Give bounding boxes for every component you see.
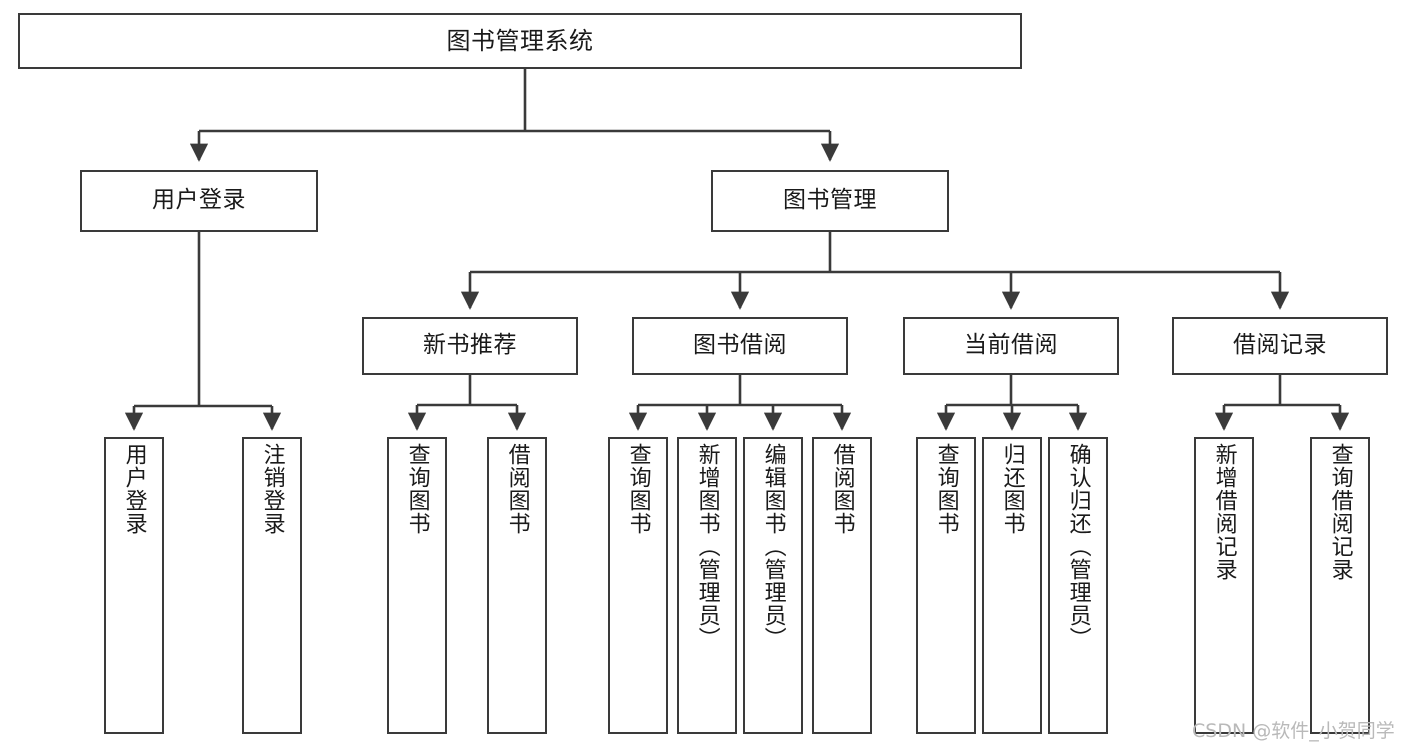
node-label: 查询借阅记录: [1327, 443, 1353, 581]
node-label: 归还图书: [999, 443, 1025, 535]
node-label: 借阅图书: [504, 443, 530, 535]
node-label: 查询图书: [404, 443, 430, 535]
node-root-system[interactable]: 图书管理系统: [18, 13, 1022, 69]
node-label: 查询图书: [625, 443, 651, 535]
node-book-manage[interactable]: 图书管理: [711, 170, 949, 232]
node-label: 图书借阅: [693, 332, 787, 359]
leaf-node-edit-book[interactable]: 编辑图书（管理员）: [743, 437, 803, 734]
leaf-node-query-book-current[interactable]: 查询图书: [916, 437, 976, 734]
node-label: 图书管理: [783, 187, 877, 214]
node-borrow-record[interactable]: 借阅记录: [1172, 317, 1388, 375]
node-label: 借阅记录: [1233, 332, 1327, 359]
leaf-node-user-login[interactable]: 用户登录: [104, 437, 164, 734]
node-label: 用户登录: [152, 187, 246, 214]
leaf-node-query-book-borrow[interactable]: 查询图书: [608, 437, 668, 734]
leaf-node-add-borrow-record[interactable]: 新增借阅记录: [1194, 437, 1254, 734]
leaf-node-confirm-return[interactable]: 确认归还（管理员）: [1048, 437, 1108, 734]
leaf-node-logout[interactable]: 注销登录: [242, 437, 302, 734]
node-current-borrow[interactable]: 当前借阅: [903, 317, 1119, 375]
leaf-node-query-borrow-record[interactable]: 查询借阅记录: [1310, 437, 1370, 734]
node-label: 新增图书（管理员）: [694, 443, 720, 650]
node-label: 确认归还（管理员）: [1065, 443, 1091, 650]
node-label: 图书管理系统: [446, 26, 594, 55]
node-book-borrow[interactable]: 图书借阅: [632, 317, 848, 375]
node-label: 借阅图书: [829, 443, 855, 535]
leaf-node-query-book-recommend[interactable]: 查询图书: [387, 437, 447, 734]
leaf-node-borrow-book[interactable]: 借阅图书: [812, 437, 872, 734]
node-label: 注销登录: [259, 443, 285, 535]
node-label: 查询图书: [933, 443, 959, 535]
node-new-book-recommend[interactable]: 新书推荐: [362, 317, 578, 375]
node-label: 新书推荐: [423, 332, 517, 359]
leaf-node-add-book[interactable]: 新增图书（管理员）: [677, 437, 737, 734]
csdn-watermark: CSDN @软件_小贺同学: [1192, 720, 1395, 742]
node-label: 编辑图书（管理员）: [760, 443, 786, 650]
node-label: 用户登录: [121, 443, 147, 535]
node-user-login[interactable]: 用户登录: [80, 170, 318, 232]
leaf-node-return-book[interactable]: 归还图书: [982, 437, 1042, 734]
node-label: 新增借阅记录: [1211, 443, 1237, 581]
leaf-node-borrow-book-recommend[interactable]: 借阅图书: [487, 437, 547, 734]
node-label: 当前借阅: [964, 332, 1058, 359]
